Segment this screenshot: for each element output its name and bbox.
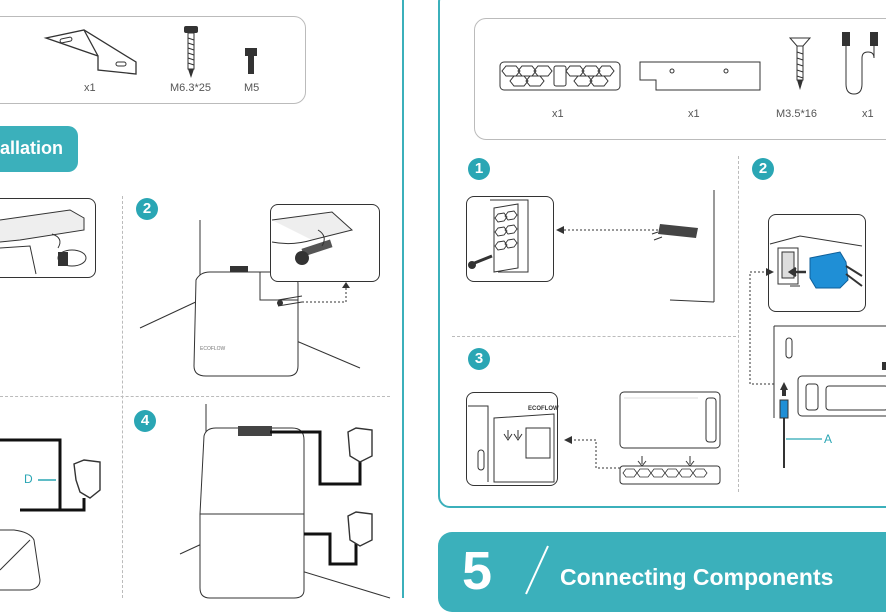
step-number: 2 <box>752 158 774 180</box>
part-label: M3.5*16 <box>776 108 817 120</box>
step-3-illustration <box>0 438 101 591</box>
bracket-screw-detail <box>271 211 354 265</box>
dotted-arrow <box>302 282 350 303</box>
step-number: 3 <box>468 348 490 370</box>
cable-icon <box>842 32 878 95</box>
mounting-plate-icon <box>639 61 761 91</box>
grille-bottom <box>619 456 721 485</box>
self-drilling-screw-icon <box>184 26 198 78</box>
divider <box>452 336 736 337</box>
cable-up-arrow <box>779 382 789 468</box>
wall-corner <box>669 190 715 303</box>
bracket-illustration <box>0 209 87 275</box>
step-number: 1 <box>468 158 490 180</box>
part-label: M5 <box>244 82 260 94</box>
step-number: 2 <box>136 198 158 220</box>
countersunk-screw-icon <box>788 37 812 90</box>
page-divider <box>402 0 404 598</box>
part-label: x1 <box>84 82 96 94</box>
part-label: x1 <box>552 108 564 120</box>
stacked-units-illustration <box>179 404 391 599</box>
divider <box>122 196 123 598</box>
power-unit-front <box>619 391 721 449</box>
part-label: x1 <box>688 108 700 120</box>
power-unit-side <box>773 325 886 418</box>
label-leader-line <box>786 438 822 440</box>
grille-slot-detail: ECOFLOW <box>468 405 559 483</box>
section-number: 5 <box>462 541 493 601</box>
divider <box>738 156 739 492</box>
left-page: x1 M6.3*25 M5 allation 2 ECOFLOW <box>0 0 400 599</box>
cable-label: A <box>824 432 833 446</box>
plate-on-wall <box>651 224 698 241</box>
part-label: x1 <box>862 108 874 120</box>
right-parts-box <box>474 18 886 140</box>
dotted-arrow <box>564 436 620 469</box>
brand-text: ECOFLOW <box>528 406 559 412</box>
dotted-arrow <box>556 226 662 234</box>
svg-text:ECOFLOW: ECOFLOW <box>200 346 226 352</box>
connector-plug-detail <box>769 235 863 289</box>
power-station-unit: ECOFLOW <box>193 266 299 377</box>
left-parts-box <box>0 16 306 104</box>
section-tab-label: allation <box>0 138 64 158</box>
grille-screw-detail <box>468 199 529 273</box>
part-label: M6.3*25 <box>170 82 211 94</box>
cable-label: D <box>24 472 33 486</box>
screw-icon <box>277 295 303 307</box>
divider <box>0 396 390 397</box>
section-tab <box>0 126 78 172</box>
slash-divider <box>525 545 549 595</box>
vent-grille-icon <box>499 61 621 91</box>
right-frame <box>438 0 886 508</box>
dotted-arrow <box>749 268 774 385</box>
l-bracket-icon <box>43 29 137 75</box>
section-title: Connecting Components <box>560 564 834 590</box>
step-number: 4 <box>134 410 156 432</box>
hex-bolt-icon <box>245 48 257 74</box>
